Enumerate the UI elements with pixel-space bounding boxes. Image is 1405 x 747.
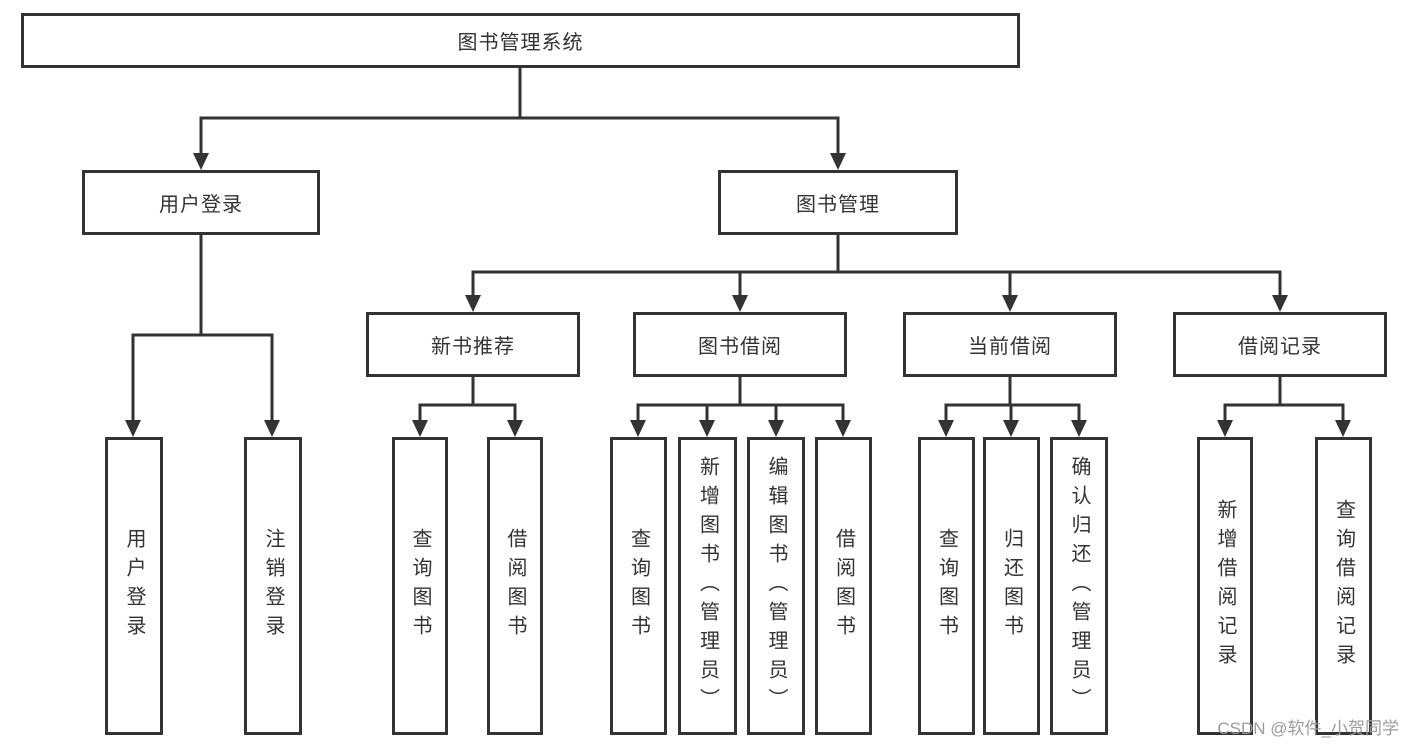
node-leaf-edit-books-admin: 编辑图书（管理员） — [747, 437, 805, 735]
node-leaf-query-books-1: 查询图书 — [392, 437, 448, 735]
node-book-management-label: 图书管理 — [796, 194, 880, 216]
node-leaf-query-books-1-label: 查询图书 — [409, 528, 431, 644]
node-leaf-user-login-label: 用户登录 — [123, 528, 145, 644]
connector-root-to-level2 — [193, 66, 846, 170]
node-borrow-records-label: 借阅记录 — [1238, 336, 1322, 358]
node-leaf-query-books-2: 查询图书 — [610, 437, 667, 735]
node-root: 图书管理系统 — [21, 13, 1020, 68]
node-leaf-add-borrow-record: 新增借阅记录 — [1197, 437, 1253, 735]
node-root-label: 图书管理系统 — [457, 32, 584, 54]
csdn-watermark: CSDN @软件_小贺同学 — [1217, 719, 1399, 738]
node-borrow-records: 借阅记录 — [1173, 312, 1387, 377]
node-leaf-logout: 注销登录 — [244, 437, 302, 735]
node-leaf-return-books-label: 归还图书 — [1000, 528, 1023, 644]
node-leaf-add-books-admin: 新增图书（管理员） — [678, 437, 737, 735]
node-leaf-query-books-3-label: 查询图书 — [935, 528, 958, 644]
node-user-login: 用户登录 — [82, 170, 320, 235]
node-leaf-query-borrow-record: 查询借阅记录 — [1315, 437, 1372, 735]
node-leaf-logout-label: 注销登录 — [262, 528, 284, 644]
node-new-book-recommend: 新书推荐 — [366, 312, 580, 377]
connector-current-borrow-children — [938, 375, 1087, 437]
node-current-borrow: 当前借阅 — [903, 312, 1117, 377]
connector-borrow-records-children — [1217, 375, 1351, 437]
node-book-borrow-label: 图书借阅 — [698, 336, 782, 358]
node-leaf-return-books: 归还图书 — [983, 437, 1040, 735]
node-leaf-borrow-books-1: 借阅图书 — [487, 437, 543, 735]
node-new-book-recommend-label: 新书推荐 — [431, 336, 515, 358]
connector-book-borrow-children — [630, 375, 851, 437]
node-user-login-label: 用户登录 — [159, 194, 243, 216]
connector-new-book-children — [412, 375, 523, 437]
node-leaf-query-borrow-record-label: 查询借阅记录 — [1332, 499, 1355, 673]
node-current-borrow-label: 当前借阅 — [968, 336, 1052, 358]
node-book-borrow: 图书借阅 — [633, 312, 847, 377]
node-leaf-borrow-books-2-label: 借阅图书 — [832, 528, 855, 644]
node-leaf-confirm-return-admin: 确认归还（管理员） — [1050, 437, 1108, 735]
node-leaf-edit-books-admin-label: 编辑图书（管理员） — [765, 455, 787, 717]
node-leaf-query-books-2-label: 查询图书 — [627, 528, 650, 644]
node-leaf-add-borrow-record-label: 新增借阅记录 — [1214, 499, 1236, 673]
node-leaf-borrow-books-2: 借阅图书 — [815, 437, 872, 735]
node-leaf-query-books-3: 查询图书 — [918, 437, 975, 735]
connector-user-login-children — [125, 233, 280, 437]
node-leaf-add-books-admin-label: 新增图书（管理员） — [696, 455, 719, 717]
node-leaf-borrow-books-1-label: 借阅图书 — [504, 528, 526, 644]
node-leaf-confirm-return-admin-label: 确认归还（管理员） — [1068, 455, 1090, 717]
node-leaf-user-login: 用户登录 — [105, 437, 163, 735]
node-book-management: 图书管理 — [718, 170, 958, 235]
connector-book-management-children — [465, 233, 1288, 312]
